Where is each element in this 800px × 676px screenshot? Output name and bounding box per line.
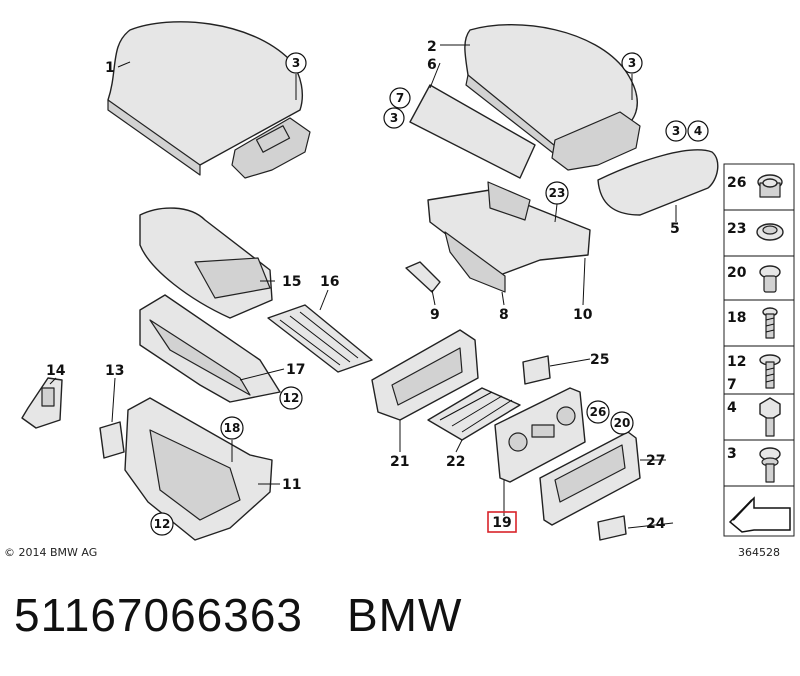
callout-19-highlighted[interactable]: 19 xyxy=(487,511,517,533)
legend-26: 26 xyxy=(727,175,746,191)
part-number-footer: 51167066363 BMW xyxy=(14,588,462,642)
callout-1: 1 xyxy=(105,60,115,76)
callout-6: 6 xyxy=(427,57,437,73)
part-6-lid-insert xyxy=(409,84,536,179)
part-14-latch xyxy=(21,377,63,429)
callout-14: 14 xyxy=(46,363,66,379)
svg-text:26: 26 xyxy=(590,405,607,419)
brand-name: BMW xyxy=(347,589,463,641)
svg-text:4: 4 xyxy=(694,124,702,138)
callout-7-circle: 7 xyxy=(389,87,411,109)
svg-text:3: 3 xyxy=(292,56,300,70)
callout-16: 16 xyxy=(320,274,339,290)
callout-23-circle: 23 xyxy=(545,181,569,205)
part-8-bracket xyxy=(427,181,591,293)
part-17-inner-shell xyxy=(139,294,281,403)
svg-text:18: 18 xyxy=(224,421,241,435)
fastener-legend: 26 23 20 18 12 7 4 3 xyxy=(723,163,795,537)
callout-22: 22 xyxy=(446,454,465,470)
svg-text:7: 7 xyxy=(396,91,404,105)
diagram-id: 364528 xyxy=(738,546,780,559)
callout-12-circle-a: 12 xyxy=(279,386,303,410)
part-11-tray xyxy=(124,397,273,541)
legend-4: 4 xyxy=(727,400,737,416)
leader-lines xyxy=(49,44,677,529)
callout-2: 2 xyxy=(427,39,437,55)
part-9-clip xyxy=(405,261,441,293)
svg-text:12: 12 xyxy=(154,517,171,531)
svg-text:12: 12 xyxy=(283,391,300,405)
callout-20-circle: 20 xyxy=(610,411,634,435)
legend-18: 18 xyxy=(727,310,746,326)
callout-3-circle-d: 3 xyxy=(665,120,687,142)
svg-text:3: 3 xyxy=(390,111,398,125)
legend-20: 20 xyxy=(727,265,747,281)
svg-text:19: 19 xyxy=(492,515,511,531)
callout-12-circle-b: 12 xyxy=(150,512,174,536)
copyright-text: © 2014 BMW AG xyxy=(4,546,97,559)
part-15-armrest-cover xyxy=(139,207,273,319)
grommet-small-icon xyxy=(756,223,784,241)
direction-arrow-icon xyxy=(728,496,791,533)
part-16-mat xyxy=(267,304,373,373)
legend-7: 7 xyxy=(727,377,737,393)
callout-5: 5 xyxy=(670,221,680,237)
part-2-armrest-lid xyxy=(464,24,641,171)
part-13-pad xyxy=(99,421,125,459)
screw-washer-icon xyxy=(759,447,781,483)
callout-18-circle: 18 xyxy=(220,416,244,440)
callout-13: 13 xyxy=(105,363,124,379)
circled-callouts: 3 7 3 3 3 4 23 12 18 12 26 20 xyxy=(150,52,709,536)
callout-8: 8 xyxy=(499,307,509,323)
push-clip-icon xyxy=(759,265,781,293)
part-5-small-lid xyxy=(597,149,719,216)
part-1-armrest-lid xyxy=(107,21,311,179)
flange-screw-icon xyxy=(759,354,781,389)
svg-text:23: 23 xyxy=(549,186,566,200)
part-25-cap xyxy=(522,355,551,385)
callout-labels: 1 2 6 5 15 16 9 8 10 14 13 17 11 25 21 2… xyxy=(46,39,680,532)
callout-26-circle: 26 xyxy=(586,400,610,424)
part-19-control-panel xyxy=(494,387,586,483)
hex-bolt-icon xyxy=(759,397,781,437)
screw-icon xyxy=(762,307,778,339)
callout-21: 21 xyxy=(390,454,409,470)
callout-4-circle: 4 xyxy=(687,120,709,142)
part-24-cap xyxy=(597,515,627,541)
callout-9: 9 xyxy=(430,307,440,323)
callout-15: 15 xyxy=(282,274,301,290)
callout-24: 24 xyxy=(646,516,666,532)
svg-text:3: 3 xyxy=(628,56,636,70)
svg-text:3: 3 xyxy=(672,124,680,138)
callout-17: 17 xyxy=(286,362,305,378)
part-number: 51167066363 xyxy=(14,589,303,641)
part-21-frame xyxy=(371,329,479,421)
callout-3-circle-c: 3 xyxy=(621,52,643,74)
callout-27: 27 xyxy=(646,453,665,469)
callout-11: 11 xyxy=(282,477,301,493)
svg-text:20: 20 xyxy=(614,416,631,430)
legend-3: 3 xyxy=(727,446,737,462)
callout-3-circle-b: 3 xyxy=(383,107,405,129)
grommet-icon xyxy=(757,174,783,198)
part-22-mat xyxy=(427,387,521,441)
callout-10: 10 xyxy=(573,307,593,323)
legend-12: 12 xyxy=(727,354,746,370)
callout-3-circle-a: 3 xyxy=(285,52,307,74)
callout-25: 25 xyxy=(590,352,609,368)
legend-23: 23 xyxy=(727,221,746,237)
